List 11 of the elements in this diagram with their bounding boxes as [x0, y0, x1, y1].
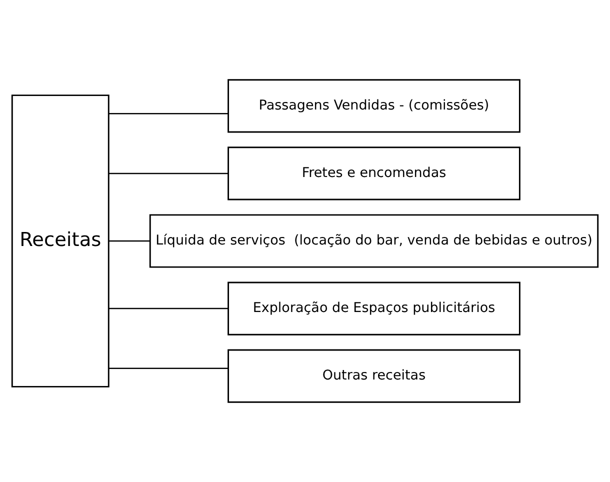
node-box: Líquida de serviços (locação do bar, venda de bebidas e outros): [149, 214, 599, 268]
node-box: Fretes e encomendas: [228, 146, 520, 200]
node-box: Exploração de Espaços publicitários: [228, 282, 520, 336]
connector: [108, 172, 228, 174]
node-box: Passagens Vendidas - (comissões): [228, 79, 520, 133]
connector: [108, 368, 228, 369]
connector: [108, 113, 228, 114]
connector: [108, 240, 150, 242]
node-box: Outras receitas: [228, 349, 520, 403]
node-box: Receitas: [11, 94, 110, 388]
connector: [108, 308, 228, 310]
